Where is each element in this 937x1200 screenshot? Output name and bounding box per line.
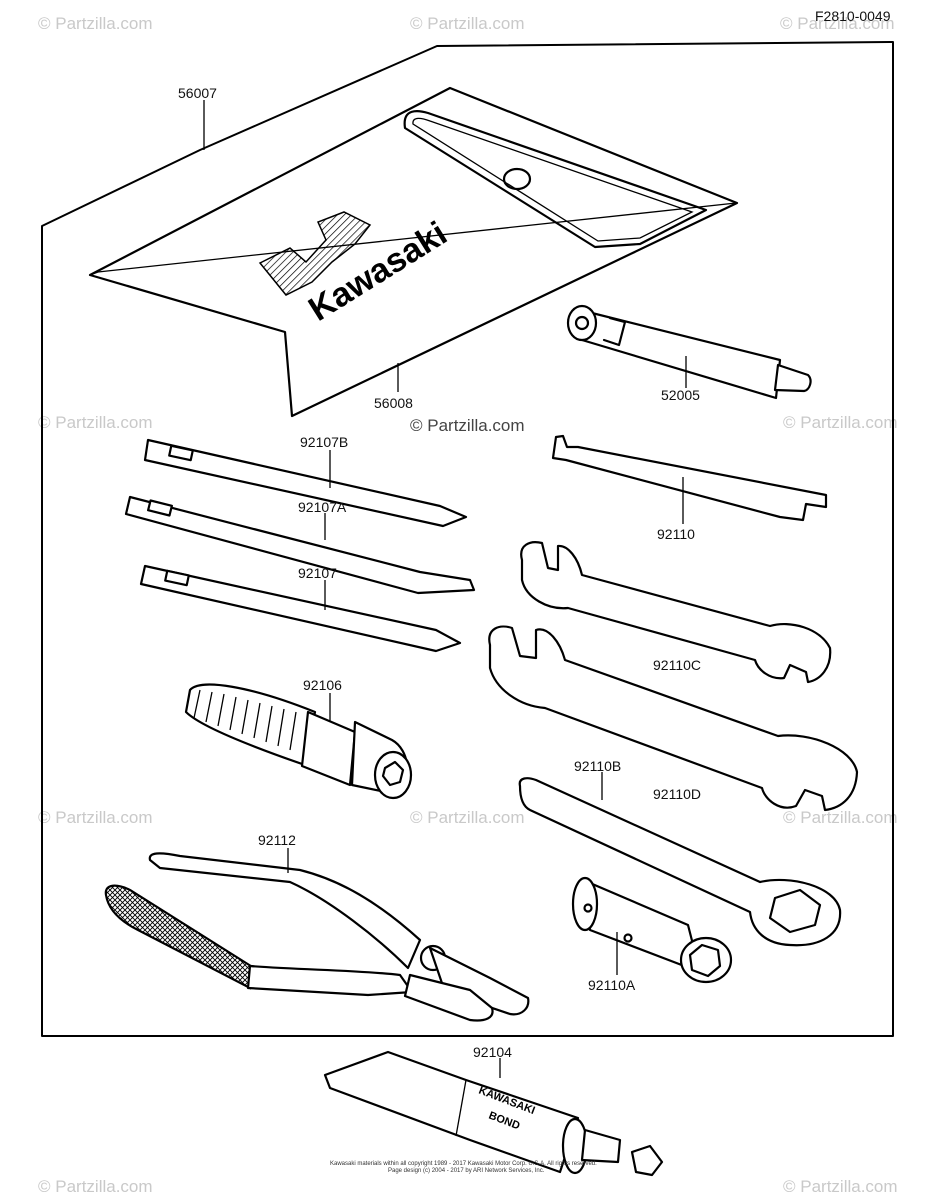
screwdriver-shaft-92107A xyxy=(124,495,476,595)
watermark: © Partzilla.com xyxy=(783,1177,898,1196)
bond-tube-92104: KAWASAKI BOND xyxy=(323,1050,664,1177)
socket-wrench-92110A xyxy=(571,876,733,984)
part-number-label: 92107 xyxy=(298,565,337,581)
part-number-label: 92110A xyxy=(588,977,636,993)
watermark: © Partzilla.com xyxy=(783,413,898,432)
watermark: © Partzilla.com xyxy=(38,14,153,33)
spark-plug-wrench xyxy=(566,304,812,400)
leader-lines xyxy=(203,100,687,1078)
watermark: © Partzilla.com xyxy=(410,808,525,827)
watermark: © Partzilla.com xyxy=(38,413,153,432)
part-number-label: 92110B xyxy=(574,758,621,774)
pliers-92112 xyxy=(104,852,530,1022)
screwdriver-handle-92106 xyxy=(184,683,413,800)
tool-pouch: Kawasaki xyxy=(88,86,739,418)
watermark: © Partzilla.com xyxy=(38,1177,153,1196)
screwdriver-shaft-92107B xyxy=(143,438,468,528)
copyright-footer: Kawasaki materials within all copyright … xyxy=(330,1161,597,1167)
part-number-label: 56008 xyxy=(374,395,413,411)
watermark: © Partzilla.com xyxy=(410,14,525,33)
watermark: © Partzilla.com xyxy=(783,808,898,827)
box-wrench-92110B xyxy=(518,777,842,947)
diagram-frame xyxy=(41,41,894,1037)
part-number-label: 92106 xyxy=(303,677,342,693)
copyright-footer: Page design (c) 2004 - 2017 by ARI Netwo… xyxy=(388,1168,545,1174)
part-number-label: 56007 xyxy=(178,85,217,101)
part-number-label: 92107B xyxy=(300,434,348,450)
spanner-92110 xyxy=(551,434,828,522)
part-number-label: 92112 xyxy=(258,832,296,848)
center-watermark: © Partzilla.com xyxy=(410,416,525,435)
part-number-label: 92110D xyxy=(653,786,701,802)
part-number-label: 92110C xyxy=(653,657,701,673)
part-number-label: 92104 xyxy=(473,1044,512,1060)
figure-code: F2810-0049 xyxy=(815,8,891,24)
open-end-wrench-92110C xyxy=(520,541,832,684)
watermark: © Partzilla.com xyxy=(780,14,895,33)
kawasaki-logo-icon xyxy=(258,211,372,296)
part-number-label: 52005 xyxy=(661,387,700,403)
open-end-wrench-92110D xyxy=(488,625,859,812)
watermark: © Partzilla.com xyxy=(38,808,153,827)
screwdriver-shaft-92107 xyxy=(139,564,462,653)
part-number-label: 92107A xyxy=(298,499,347,515)
part-number-label: 92110 xyxy=(657,526,695,542)
